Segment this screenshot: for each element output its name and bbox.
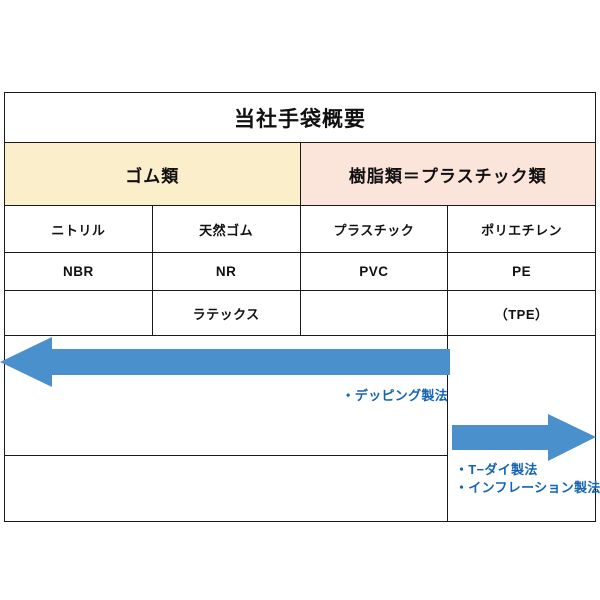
process-arrow-row-lower: [3, 455, 596, 522]
glove-overview-table: 当社手袋概要 ゴム類 樹脂類＝プラスチック類 ニトリル 天然ゴム プラスチック …: [3, 92, 596, 522]
overview-grid: 当社手袋概要 ゴム類 樹脂類＝プラスチック類 ニトリル 天然ゴム プラスチック …: [3, 92, 596, 522]
cell-abbr-nr: NR: [151, 252, 301, 291]
cell-material-nitrile: ニトリル: [4, 205, 153, 253]
cell-extrusion-process-area: [447, 335, 596, 522]
table-row-material-name: ニトリル 天然ゴム プラスチック ポリエチレン: [4, 205, 596, 253]
table-row-abbreviation: NBR NR PVC PE: [4, 252, 596, 291]
table-row-secondary: ラテックス （TPE）: [4, 290, 596, 336]
cell-secondary-empty-1: [4, 290, 153, 336]
category-row: ゴム類 樹脂類＝プラスチック類: [4, 142, 596, 206]
cell-secondary-tpe: （TPE）: [447, 290, 596, 336]
process-arrow-row: [3, 335, 596, 522]
cell-dipping-process-area: [3, 335, 449, 456]
cell-material-plastic: プラスチック: [299, 205, 449, 253]
cell-secondary-empty-2: [299, 290, 449, 336]
title-row: 当社手袋概要: [4, 92, 596, 143]
cell-abbr-pvc: PVC: [299, 252, 449, 291]
cell-abbr-nbr: NBR: [4, 252, 153, 291]
cell-secondary-latex: ラテックス: [151, 290, 301, 336]
cell-lower-blank-area: [3, 455, 449, 522]
cell-abbr-pe: PE: [447, 252, 596, 291]
diagram-title: 当社手袋概要: [4, 92, 596, 143]
category-header-rubber: ゴム類: [4, 142, 301, 206]
cell-material-polyethylene: ポリエチレン: [447, 205, 596, 253]
cell-material-natural-rubber: 天然ゴム: [151, 205, 301, 253]
category-header-resin: 樹脂類＝プラスチック類: [299, 142, 596, 206]
